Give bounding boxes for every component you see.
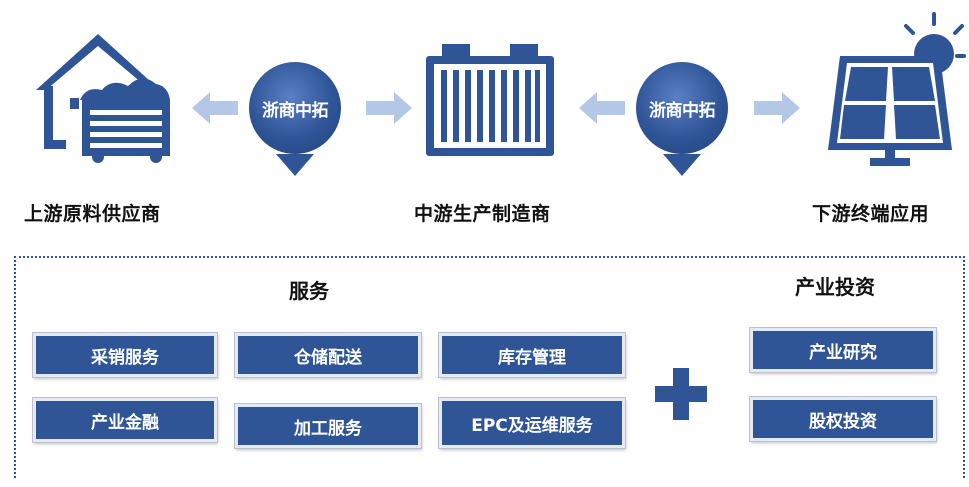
investment-research[interactable]: 产业研究 [750,328,936,372]
upstream-label: 上游原料供应商 [24,203,161,225]
investment-title: 产业投资 [795,275,875,299]
battery-icon [426,44,554,156]
zhongtuo-badge-right: 浙商中拓 [636,62,728,154]
warehouse-icon [36,34,170,163]
service-inventory[interactable]: 库存管理 [439,333,625,377]
badge-label: 浙商中拓 [262,100,329,121]
arrow-down-icon [276,154,314,176]
service-warehousing[interactable]: 仓储配送 [235,333,421,377]
services-container [14,256,965,478]
service-procurement[interactable]: 采销服务 [33,333,217,377]
badge-label: 浙商中拓 [649,100,716,121]
service-finance[interactable]: 产业金融 [33,398,217,442]
service-processing[interactable]: 加工服务 [235,404,421,448]
solar-panel-icon [828,12,966,166]
service-epc[interactable]: EPC及运维服务 [439,398,625,448]
zhongtuo-badge-left: 浙商中拓 [249,62,341,154]
midstream-label: 中游生产制造商 [414,203,551,225]
arrow-left-icon [579,92,625,124]
arrow-right-icon [366,92,412,124]
investment-equity[interactable]: 股权投资 [750,397,936,441]
services-title: 服务 [289,279,329,303]
plus-icon [655,368,707,420]
arrow-down-icon [663,154,701,176]
arrow-left-icon [192,92,238,124]
arrow-right-icon [754,92,800,124]
downstream-label: 下游终端应用 [812,203,930,225]
